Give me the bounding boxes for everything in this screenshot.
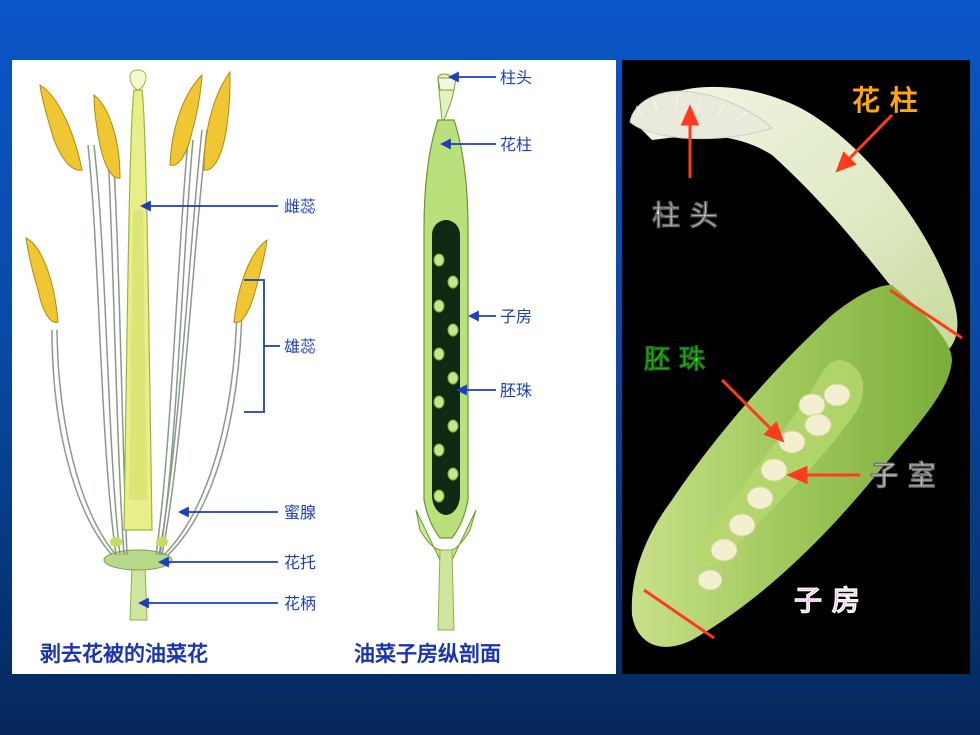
stigma-label: 柱头 <box>500 68 532 87</box>
photo-ovule-label: 胚 珠 <box>643 345 706 375</box>
stigma-shape <box>629 90 773 140</box>
pistil-photo-panel: 花 柱 柱 头 胚 珠 子 室 子 房 <box>622 60 970 674</box>
pedicel-label: 花柄 <box>284 594 316 613</box>
receptacle-label: 花托 <box>284 553 316 572</box>
pistil-photo: 花 柱 柱 头 胚 珠 子 室 子 房 <box>629 84 963 647</box>
nectary-label: 蜜腺 <box>284 503 316 522</box>
ovary-section-illustration <box>415 73 477 631</box>
flower-caption: 剥去花被的油菜花 <box>40 642 208 666</box>
flower-illustration <box>25 69 268 621</box>
section-caption: 油菜子房纵剖面 <box>354 642 501 666</box>
flower-diagram-panel: 雌蕊 雄蕊 蜜腺 花托 花柄 <box>12 60 616 674</box>
ovary-label: 子房 <box>500 307 532 326</box>
stamen-label: 雄蕊 <box>284 337 316 356</box>
style-label: 花柱 <box>500 135 532 154</box>
photo-stigma-label: 柱 头 <box>652 199 718 232</box>
pistil-label: 雌蕊 <box>284 197 316 216</box>
flower-diagram: 雌蕊 雄蕊 蜜腺 花托 花柄 <box>25 68 532 666</box>
photo-ovary-label: 子 房 <box>794 584 860 617</box>
photo-locule-label: 子 室 <box>870 459 936 492</box>
ovule-label: 胚珠 <box>500 381 532 400</box>
photo-style-label: 花 柱 <box>852 84 918 117</box>
